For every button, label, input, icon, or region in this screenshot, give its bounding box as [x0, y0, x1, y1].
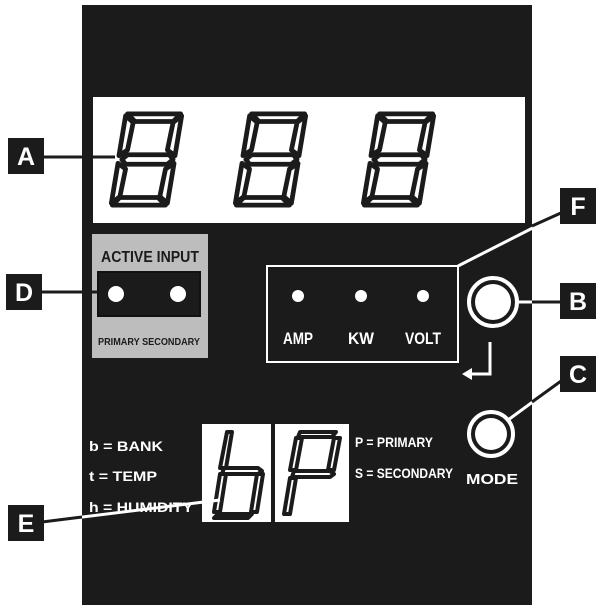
callout-b-badge [560, 283, 596, 319]
callout-e: E [8, 505, 44, 541]
mode-label: MODE [466, 471, 518, 488]
legend-secondary: S = SECONDARY [355, 465, 454, 481]
callout-d-letter: D [15, 279, 33, 307]
callout-a-badge [8, 138, 44, 174]
callout-f: F [560, 188, 596, 224]
amp-label: AMP [283, 329, 313, 348]
callout-a: A [8, 138, 44, 174]
callout-c-letter: C [569, 361, 587, 389]
active-input-caption: PRIMARY SECONDARY [98, 337, 200, 348]
callout-e-letter: E [18, 510, 35, 538]
volt-label: VOLT [405, 329, 441, 348]
legend-primary: P = PRIMARY [355, 434, 434, 450]
callout-b-letter: B [569, 288, 587, 316]
input-digit-p [282, 430, 342, 516]
callout-a-letter: A [17, 143, 35, 171]
return-arrow-icon [466, 342, 492, 376]
secondary-led [170, 286, 186, 302]
callout-f-letter: F [570, 193, 585, 221]
kw-label: KW [348, 329, 375, 348]
active-input-title: ACTIVE INPUT [101, 249, 199, 266]
kw-led [355, 290, 367, 302]
select-button-face [475, 284, 511, 320]
return-arrow-head [462, 368, 472, 380]
callout-e-badge [8, 505, 44, 541]
legend-temp: t = TEMP [89, 468, 157, 484]
callout-c: C [560, 356, 596, 392]
legend-humidity: h = HUMIDITY [89, 499, 194, 515]
callout-d-badge [6, 274, 42, 310]
callout-b: B [560, 283, 596, 319]
amp-led [292, 290, 304, 302]
callout-e-line-edge [41, 515, 83, 524]
callout-f-badge [560, 188, 596, 224]
callout-c-badge [560, 356, 596, 392]
mode-button-face [475, 418, 507, 450]
volt-led [417, 290, 429, 302]
callout-d: D [6, 274, 42, 310]
indicator-panel [266, 265, 459, 363]
primary-led [108, 286, 124, 302]
legend-bank: b = BANK [89, 438, 163, 454]
